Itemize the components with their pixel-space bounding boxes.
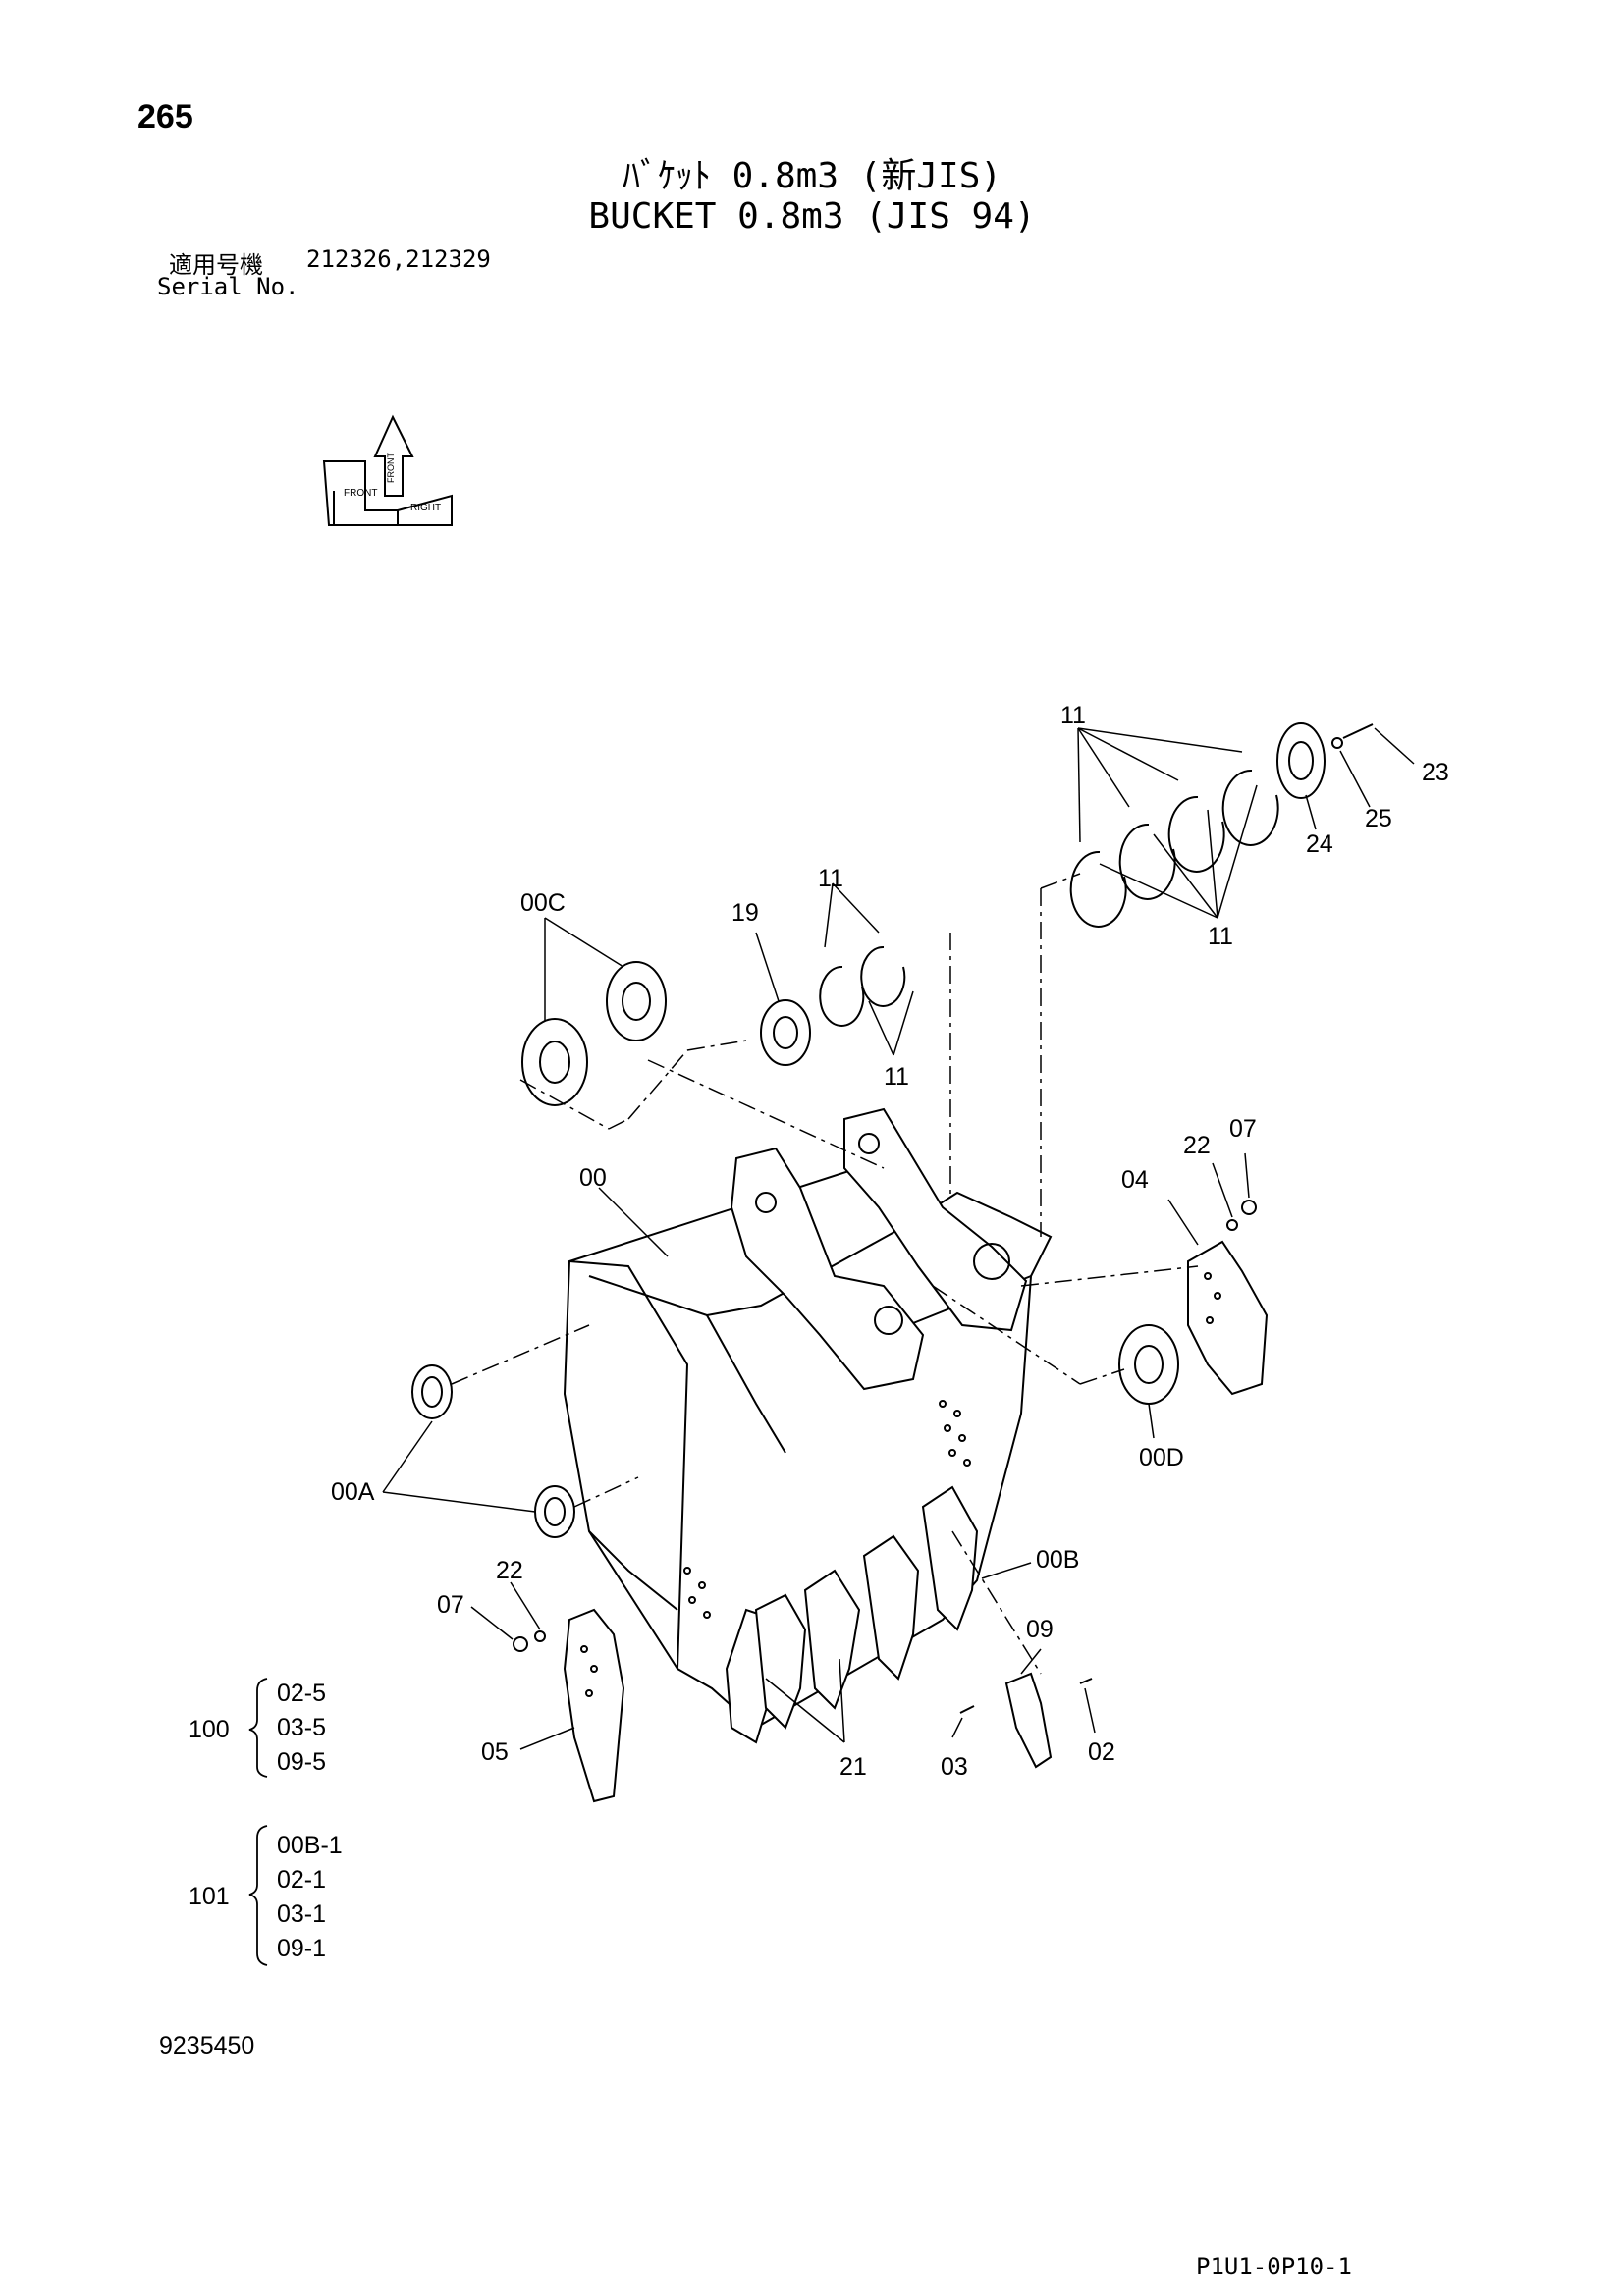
kit-100-item: 02-5: [277, 1680, 326, 1707]
orientation-arrow-icon: FRONT RIGHT FRONT: [322, 414, 453, 526]
page-number: 265: [137, 98, 193, 135]
washer-22-left: [534, 1630, 546, 1642]
shim-set-top: [1069, 769, 1279, 928]
leader-lines: [382, 727, 1415, 1750]
washer-19: [760, 999, 811, 1066]
drawing-number: 9235450: [159, 2032, 255, 2059]
callout-21: 21: [839, 1753, 867, 1781]
title-japanese: ﾊﾞｹｯﾄ 0.8m3 (新JIS): [622, 156, 1002, 196]
lock-03: [959, 1705, 975, 1714]
kit-100-id: 100: [189, 1716, 230, 1743]
callout-07-right: 07: [1229, 1115, 1257, 1143]
shim-set-middle: [819, 945, 906, 1027]
callout-09: 09: [1026, 1616, 1054, 1643]
callout-25: 25: [1365, 805, 1392, 832]
assembly-center-lines: [451, 873, 1199, 1675]
washer-22-right: [1226, 1219, 1238, 1231]
kit-101-item: 02-1: [277, 1866, 326, 1894]
nut-07-left: [513, 1636, 528, 1652]
callout-11-middle-lower: 11: [884, 1063, 909, 1091]
bushing-00a-lower: [534, 1485, 575, 1538]
orientation-label-front: FRONT: [344, 488, 377, 499]
callout-23: 23: [1422, 759, 1449, 786]
orientation-label-right: RIGHT: [410, 503, 441, 513]
tooth-09: [1004, 1672, 1053, 1769]
serial-label-english: Serial No.: [157, 273, 299, 300]
callout-02: 02: [1088, 1738, 1115, 1766]
plate-24: [1276, 722, 1326, 799]
kit-101-item: 00B-1: [277, 1832, 343, 1859]
bushing-00a-upper: [411, 1364, 453, 1419]
callout-11-right: 11: [1208, 923, 1233, 950]
callout-22-right: 22: [1183, 1132, 1211, 1159]
serial-label-japanese: 適用号機: [169, 251, 263, 279]
serial-numbers: 212326,212329: [306, 245, 491, 273]
kit-brace-101: [248, 1825, 268, 1966]
callout-05: 05: [481, 1738, 509, 1766]
callout-00: 00: [579, 1164, 607, 1192]
kit-100-item: 09-5: [277, 1748, 326, 1776]
washer-25: [1331, 737, 1343, 749]
callout-11-middle: 11: [818, 865, 843, 892]
callout-00a: 00A: [331, 1478, 375, 1506]
callout-03: 03: [941, 1753, 968, 1781]
bushing-00c-left: [521, 1018, 588, 1106]
callout-11-top: 11: [1060, 702, 1086, 729]
callout-00c: 00C: [520, 889, 566, 917]
bucket-body: [563, 1107, 1053, 1744]
kit-101-item: 03-1: [277, 1900, 326, 1928]
kit-brace-100: [248, 1678, 268, 1778]
title-english: BUCKET 0.8m3 (JIS 94): [588, 196, 1036, 237]
page-reference: P1U1-0P10-1: [1196, 2253, 1352, 2280]
kit-101-id: 101: [189, 1883, 230, 1910]
callout-00d: 00D: [1139, 1444, 1184, 1471]
nut-07-right: [1241, 1200, 1257, 1215]
bolt-23: [1342, 723, 1374, 739]
pin-02: [1079, 1678, 1093, 1684]
kit-101-item: 09-1: [277, 1935, 326, 1962]
callout-00b: 00B: [1036, 1546, 1079, 1574]
callout-24: 24: [1306, 830, 1333, 858]
side-cutter-05: [563, 1608, 625, 1803]
callout-19: 19: [731, 899, 759, 927]
callout-07-left: 07: [437, 1591, 464, 1619]
callout-22-left: 22: [496, 1557, 523, 1584]
side-cutter-04: [1187, 1240, 1269, 1396]
bushing-00d: [1118, 1324, 1179, 1405]
orientation-label-front-vertical: FRONT: [386, 453, 396, 483]
bushing-00c-right: [606, 961, 667, 1041]
callout-04: 04: [1121, 1166, 1149, 1194]
kit-100-item: 03-5: [277, 1714, 326, 1741]
